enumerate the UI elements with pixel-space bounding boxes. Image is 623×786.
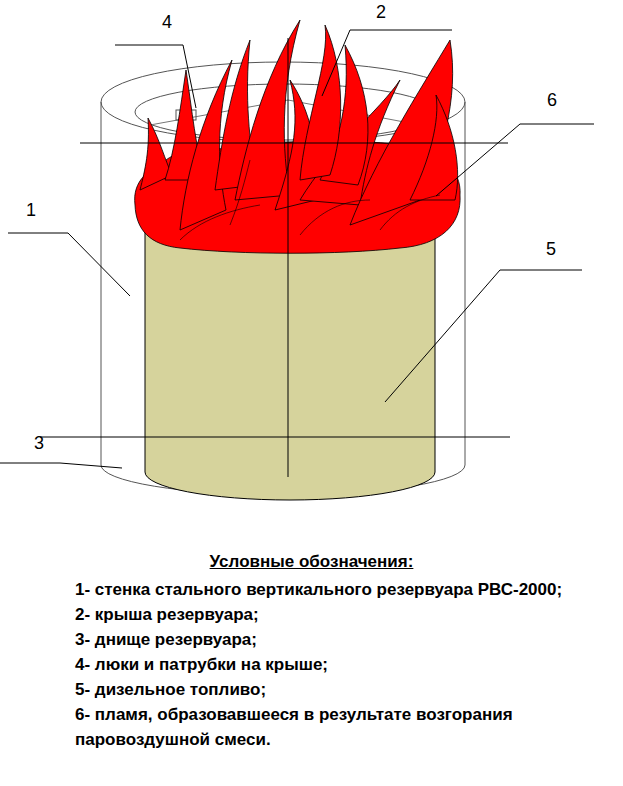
legend-list: 1- стенка стального вертикального резерв… <box>75 577 595 752</box>
diesel-fuel <box>145 227 435 500</box>
axis-line <box>40 437 510 438</box>
leader-line <box>8 233 130 296</box>
tank-wall <box>465 102 466 465</box>
axis-line <box>288 38 289 477</box>
callout-number: 2 <box>376 2 386 23</box>
legend-heading: Условные обозначения: <box>210 552 414 571</box>
leader-line <box>0 463 122 468</box>
flame-strokes <box>180 160 440 240</box>
callout-number: 5 <box>546 239 556 260</box>
callout-number: 1 <box>26 200 36 221</box>
legend-line: 6- пламя, образовавшееся в результате во… <box>75 702 595 752</box>
leader-line <box>115 45 196 108</box>
legend-heading-box: Условные обозначения: <box>0 552 623 572</box>
legend-line: 4- люки и патрубки на крыше; <box>75 652 595 677</box>
leader-line <box>385 270 582 402</box>
tank-wall <box>101 102 102 465</box>
legend-line: 3- днище резервуара; <box>75 627 595 652</box>
flame <box>135 20 460 253</box>
legend-line: 2- крыша резервуара; <box>75 602 595 627</box>
legend-line: 1- стенка стального вертикального резерв… <box>75 577 595 602</box>
callout-number: 6 <box>547 90 557 111</box>
axis-line <box>80 143 508 144</box>
leader-line <box>322 30 452 96</box>
leader-line <box>436 124 594 196</box>
legend-line: 5- дизельное топливо; <box>75 677 595 702</box>
callout-number: 3 <box>34 433 44 454</box>
callout-number: 4 <box>162 12 172 33</box>
